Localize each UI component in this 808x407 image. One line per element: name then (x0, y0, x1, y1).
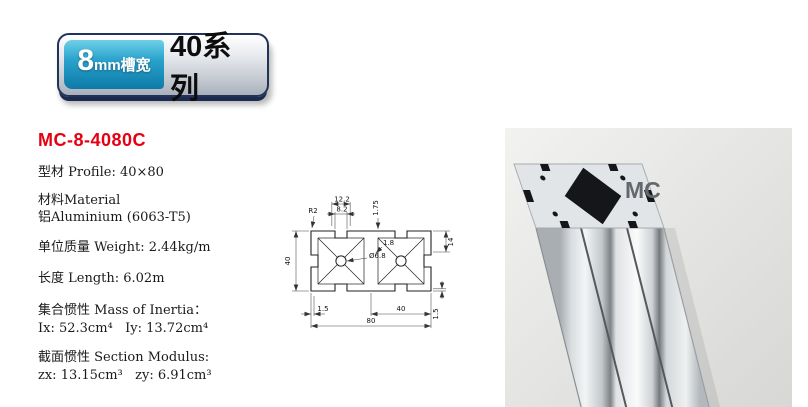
spec-material-label: 材料Material (38, 192, 121, 208)
dim-corner-radius: R2 (308, 207, 317, 215)
dim-profile-height: 40 (284, 257, 292, 266)
dim-wall-left: 1.5 (317, 305, 328, 313)
model-number: MC-8-4080C (38, 130, 147, 150)
spec-length: 长度 Length: 6.02m (38, 271, 165, 287)
profile-grooves (535, 227, 710, 407)
profile-outline (310, 230, 432, 292)
cross-section-drawing: 40 1.5 40 80 1.5 14 12.2 8.2 1.75 R2 1.8… (284, 196, 455, 329)
slot-width-number: 8 (77, 44, 94, 77)
spec-inertia-values: Ix: 52.3cm⁴ Iy: 13.72cm⁴ (38, 320, 209, 336)
profile-shadow (664, 228, 721, 407)
spec-material-value: 铝Aluminium (6063-T5) (38, 210, 191, 226)
profile-body (536, 228, 710, 407)
slot-width-badge: 8 mm槽宽 (64, 40, 164, 89)
dim-profile-width: 80 (367, 317, 376, 325)
center-hole-left (335, 255, 347, 267)
dim-slot-pitch: 12.2 (334, 196, 350, 204)
brand-logo: MC (625, 177, 661, 203)
slot-width-label: mm槽宽 (94, 57, 151, 74)
series-badge: 8 mm槽宽 40系列 (57, 30, 269, 105)
spec-profile: 型材 Profile: 40×80 (38, 165, 164, 180)
dim-web-thickness: 1.8 (383, 239, 394, 247)
center-hole-right (395, 255, 407, 267)
spec-inertia-label: 集合惯性 Mass of Inertia： (38, 302, 207, 318)
product-photo: MC (505, 128, 792, 407)
dim-slot-opening: 8.2 (336, 206, 347, 214)
spec-weight: 单位质量 Weight: 2.44kg/m (38, 239, 211, 255)
spec-column: MC-8-4080C 型材 Profile: 40×80 材料Material … (38, 130, 260, 383)
dimension-lines (292, 201, 450, 329)
dim-slot-depth: 14 (447, 237, 455, 246)
spec-modulus-label: 截面惯性 Section Modulus: (38, 350, 210, 366)
dim-hole-diameter: Ø6.8 (369, 252, 386, 260)
profile-end-face (513, 163, 665, 229)
dim-wall-bottom: 1.5 (432, 308, 440, 319)
profile-inner-webs (317, 237, 425, 285)
dim-cell-width: 40 (397, 305, 406, 313)
series-name: 40系列 (170, 30, 232, 105)
dim-slot-wall: 1.75 (372, 200, 380, 216)
spec-modulus-values: zx: 13.15cm³ zy: 6.91cm³ (38, 367, 212, 383)
